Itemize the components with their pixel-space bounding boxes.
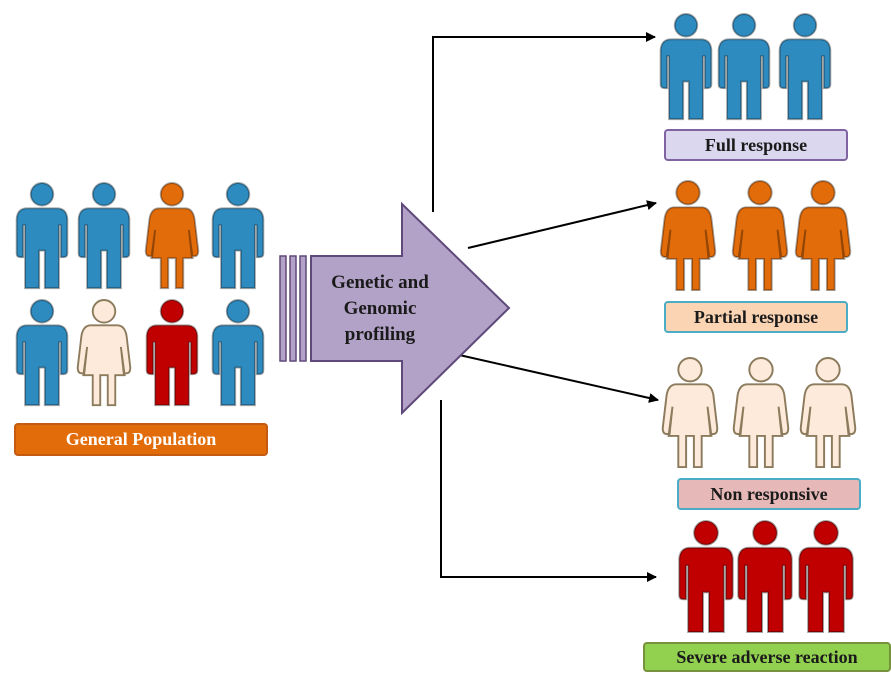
non-responsive-label: Non responsive [677,478,861,510]
arrow-to-non-responsive [445,351,659,403]
cream-person-icon [661,357,719,469]
general-population-label: General Population [14,423,268,456]
blue-person-icon [659,13,713,121]
red-person-icon [737,520,793,634]
cream-person-icon [76,299,132,407]
full-response-label: Full response [664,129,848,161]
arrow-stripe-3 [299,255,307,362]
cream-person-icon [732,357,790,469]
partial-response-label: Partial response [664,301,848,333]
orange-person-icon [144,182,200,290]
orange-person-icon [794,180,852,292]
arrow-to-severe-reaction [440,400,657,582]
blue-person-icon [77,182,131,290]
blue-person-icon [211,299,265,407]
severe-adverse-reaction-label: Severe adverse reaction [643,642,891,672]
blue-person-icon [15,299,69,407]
blue-person-icon [717,13,771,121]
process-label: Genetic and Genomic profiling [331,272,429,345]
arrow-to-partial-response [467,200,657,249]
orange-person-icon [731,180,789,292]
arrow-stripe-2 [289,255,297,362]
arrow-stripe-1 [279,255,287,362]
red-person-icon [798,520,854,634]
orange-person-icon [659,180,717,292]
cream-person-icon [799,357,857,469]
blue-person-icon [778,13,832,121]
red-person-icon [678,520,734,634]
red-person-icon [145,299,199,407]
arrow-to-full-response [432,32,656,212]
blue-person-icon [15,182,69,290]
process-arrow [310,201,511,416]
blue-person-icon [211,182,265,290]
